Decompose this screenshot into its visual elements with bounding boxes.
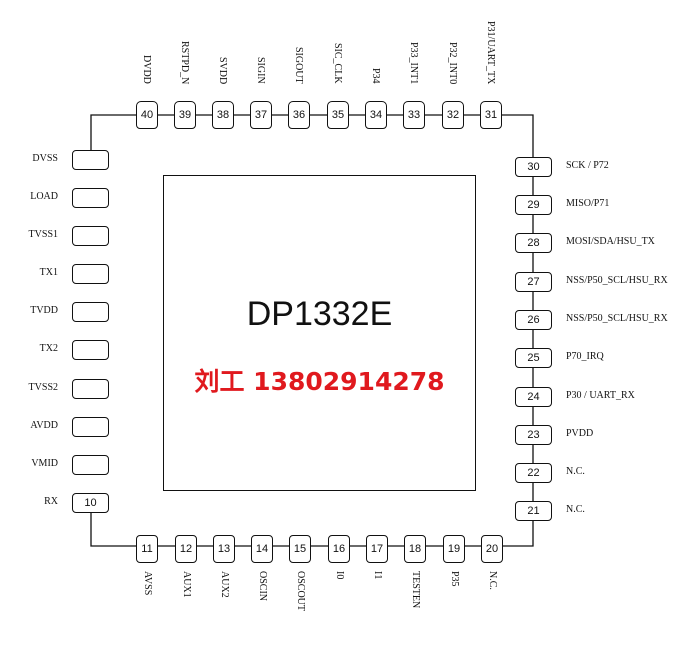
pin-label-6: TX2	[39, 343, 58, 354]
pin-25: 25	[515, 348, 552, 368]
pin-40: 40	[136, 101, 158, 129]
pin-28: 28	[515, 233, 552, 253]
pin-24: 24	[515, 387, 552, 407]
pin-label-24: P30 / UART_RX	[566, 390, 635, 401]
pin-label-18: TESTEN	[410, 571, 421, 609]
pin-label-15: OSCOUT	[295, 571, 306, 612]
pin-16: 16	[328, 535, 350, 563]
pin-label-2: LOAD	[30, 191, 58, 202]
pin-37: 37	[250, 101, 272, 129]
pin-15: 15	[289, 535, 311, 563]
pin-label-29: MISO/P71	[566, 198, 610, 209]
pin-label-27: NSS/P50_SCL/HSU_RX	[566, 275, 668, 286]
pin-label-36: SIGOUT	[293, 47, 304, 84]
pin-label-14: OSCIN	[257, 571, 268, 602]
pin-label-40: DVDD	[141, 55, 152, 84]
pin-23: 23	[515, 425, 552, 445]
pin-2	[72, 188, 109, 208]
pin-label-8: AVDD	[30, 420, 58, 431]
pin-3	[72, 226, 109, 246]
pin-13: 13	[213, 535, 235, 563]
pin-label-13: AUX2	[219, 571, 230, 598]
pin-31: 31	[480, 101, 502, 129]
pin-label-16: I0	[334, 571, 345, 580]
chip-name: DP1332E	[246, 295, 393, 333]
pin-label-28: MOSI/SDA/HSU_TX	[566, 236, 655, 247]
pin-label-1: DVSS	[32, 153, 58, 164]
pin-9	[72, 455, 109, 475]
pin-label-33: P33_INT1	[408, 41, 419, 84]
pin-8	[72, 417, 109, 437]
chip-die: DP1332E 刘工 13802914278	[163, 175, 476, 491]
pin-label-32: P32_INT0	[447, 41, 458, 84]
pin-20: 20	[481, 535, 503, 563]
pin-label-31: P31/UART_TX	[485, 20, 496, 84]
pin-21: 21	[515, 501, 552, 521]
pin-label-5: TVDD	[30, 305, 58, 316]
pin-label-12: AUX1	[181, 571, 192, 598]
pin-17: 17	[366, 535, 388, 563]
pin-label-35: SIC_CLK	[332, 43, 343, 84]
pin-26: 26	[515, 310, 552, 330]
pin-22: 22	[515, 463, 552, 483]
pin-label-17: I1	[372, 571, 383, 580]
pin-5	[72, 302, 109, 322]
pin-label-25: P70_IRQ	[566, 351, 604, 362]
pin-34: 34	[365, 101, 387, 129]
pin-33: 33	[403, 101, 425, 129]
pin-35: 35	[327, 101, 349, 129]
pin-30: 30	[515, 157, 552, 177]
pin-39: 39	[174, 101, 196, 129]
pin-27: 27	[515, 272, 552, 292]
pin-29: 29	[515, 195, 552, 215]
pin-label-38: SVDD	[217, 56, 228, 84]
pin-label-37: SIGIN	[255, 57, 266, 84]
pin-1	[72, 150, 109, 170]
pin-label-23: PVDD	[566, 428, 594, 439]
pin-label-10: RX	[44, 496, 58, 507]
pin-4	[72, 264, 109, 284]
pin-label-34: P34	[370, 68, 381, 84]
pin-11: 11	[136, 535, 158, 563]
pin-label-9: VMID	[31, 458, 58, 469]
pin-10: 10	[72, 493, 109, 513]
pin-label-30: SCK / P72	[566, 160, 609, 171]
pin-label-21: N.C.	[566, 504, 585, 515]
pin-label-7: TVSS2	[28, 382, 58, 393]
pin-18: 18	[404, 535, 426, 563]
pin-6	[72, 340, 109, 360]
pin-label-11: AVSS	[142, 571, 153, 596]
pin-label-39: RSTPD_N	[179, 40, 190, 84]
pin-12: 12	[175, 535, 197, 563]
pin-38: 38	[212, 101, 234, 129]
pin-36: 36	[288, 101, 310, 129]
pin-19: 19	[443, 535, 465, 563]
pin-32: 32	[442, 101, 464, 129]
pin-label-19: P35	[449, 571, 460, 587]
pin-label-20: N.C.	[487, 571, 498, 590]
pin-label-4: TX1	[39, 267, 58, 278]
pin-label-22: N.C.	[566, 466, 585, 477]
pin-label-3: TVSS1	[28, 229, 58, 240]
pin-14: 14	[251, 535, 273, 563]
contact-text: 刘工 13802914278	[194, 367, 445, 396]
pin-label-26: NSS/P50_SCL/HSU_RX	[566, 313, 668, 324]
pin-7	[72, 379, 109, 399]
